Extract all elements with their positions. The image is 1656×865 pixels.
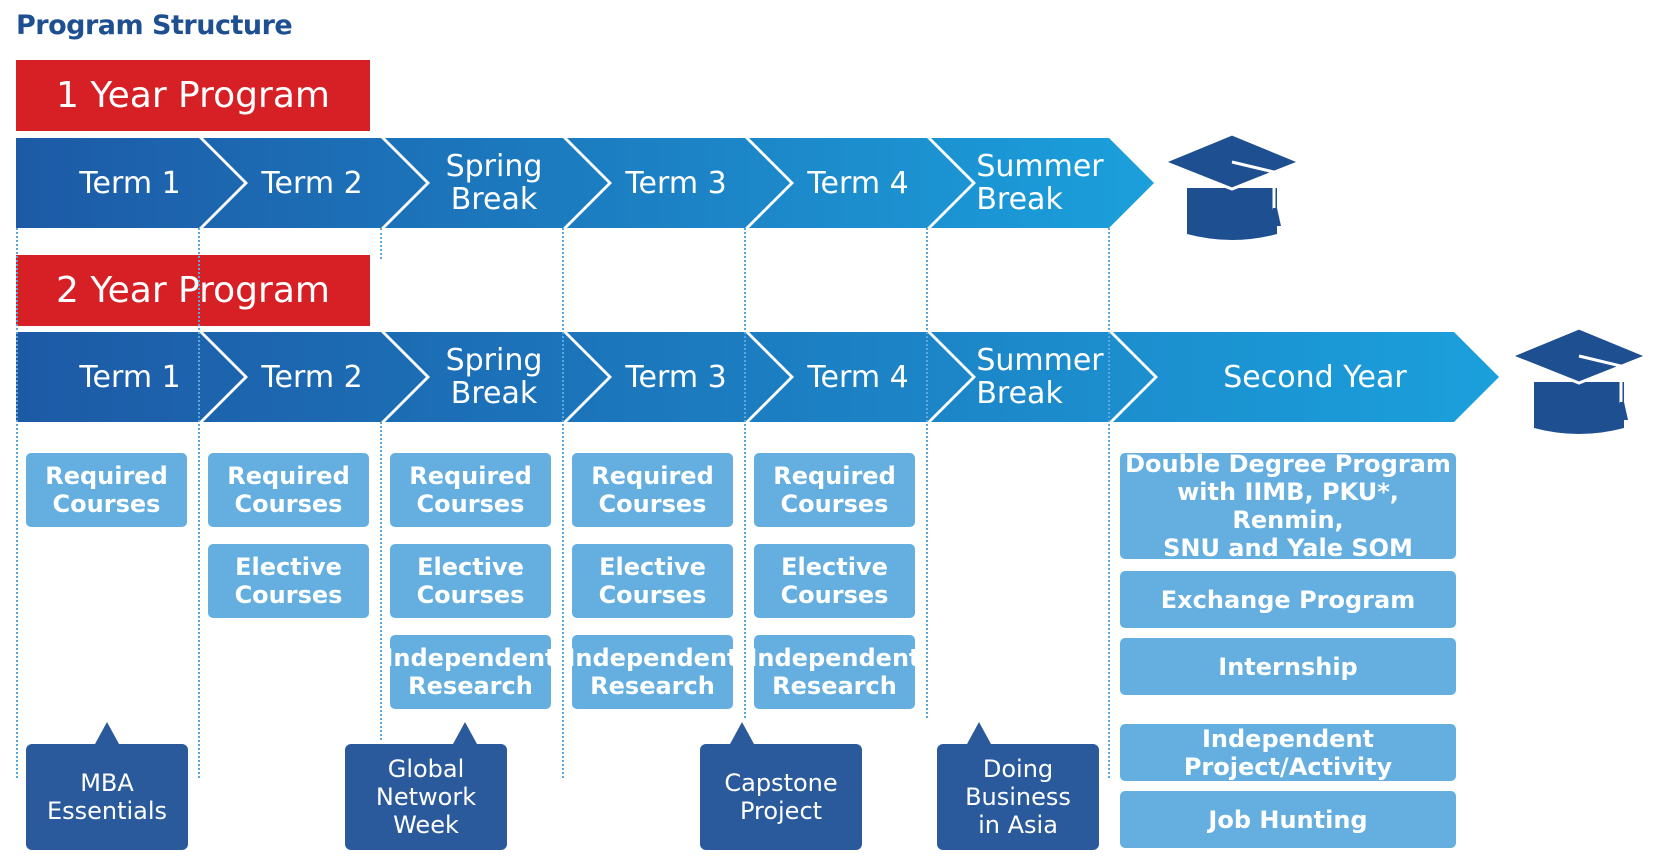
spring-break-label: Spring Break	[445, 343, 543, 411]
required-courses-box: Required Courses	[390, 453, 551, 527]
timeline-step	[567, 138, 790, 228]
elective-courses-label: Elective Courses	[416, 553, 525, 609]
term-4-label: Term 4	[807, 165, 909, 201]
elective-courses-box: Elective Courses	[390, 544, 551, 618]
required-courses-label: Required Courses	[773, 462, 896, 518]
global-network-week-callout: Global Network Week	[345, 722, 507, 850]
summer-break-label: Summer Break	[976, 343, 1104, 411]
term-3-label: Term 3	[625, 359, 727, 395]
doing-business-in-asia-callout: Doing Business in Asia	[937, 722, 1099, 850]
elective-courses-label: Elective Courses	[234, 553, 343, 609]
elective-courses-label: Elective Courses	[598, 553, 707, 609]
term-4-label: Term 4	[807, 359, 909, 395]
divider-line	[926, 228, 928, 718]
timeline-step	[203, 332, 426, 422]
divider-line	[744, 228, 746, 718]
job-hunting-label: Job Hunting	[1208, 805, 1368, 834]
elective-courses-box: Elective Courses	[208, 544, 369, 618]
elective-courses-box: Elective Courses	[572, 544, 733, 618]
timeline-step	[567, 332, 790, 422]
double-degree-label: Double Degree Program with IIMB, PKU*, R…	[1125, 450, 1451, 562]
one-year-program-banner: 1 Year Program	[16, 60, 370, 131]
one-year-timeline	[16, 138, 1154, 228]
page-title: Program Structure	[16, 10, 293, 41]
divider-line	[380, 228, 382, 259]
capstone-project-label: Capstone Project	[724, 769, 838, 825]
required-courses-box: Required Courses	[26, 453, 187, 527]
timeline-step	[16, 332, 244, 422]
timeline-step	[749, 332, 972, 422]
timeline-step	[931, 332, 1154, 422]
independent-research-label: Independent Research	[748, 644, 921, 700]
term-1-label: Term 1	[79, 359, 181, 395]
divider-line	[380, 422, 382, 740]
two-year-program-banner: 2 Year Program	[16, 255, 370, 326]
independent-research-label: Independent Research	[566, 644, 739, 700]
independent-research-box: Independent Research	[384, 635, 557, 709]
mba-essentials-label: MBA Essentials	[46, 769, 168, 825]
capstone-project-callout: Capstone Project	[700, 722, 862, 850]
required-courses-box: Required Courses	[754, 453, 915, 527]
timeline-step	[16, 138, 244, 228]
double-degree-box: Double Degree Program with IIMB, PKU*, R…	[1120, 450, 1456, 562]
job-hunting-box: Job Hunting	[1120, 791, 1456, 848]
summer-break-label: Summer Break	[976, 149, 1104, 217]
spring-break-label: Spring Break	[445, 149, 543, 217]
required-courses-label: Required Courses	[227, 462, 350, 518]
exchange-program-box: Exchange Program	[1120, 571, 1456, 628]
graduation-cap-icon	[1506, 326, 1652, 434]
two-year-timeline	[16, 332, 1499, 422]
term-2-label: Term 2	[261, 165, 363, 201]
term-3-label: Term 3	[625, 165, 727, 201]
independent-research-label: Independent Research	[384, 644, 557, 700]
independent-research-box: Independent Research	[566, 635, 739, 709]
required-courses-box: Required Courses	[208, 453, 369, 527]
elective-courses-label: Elective Courses	[780, 553, 889, 609]
timeline-step	[385, 332, 608, 422]
divider-line	[1108, 228, 1110, 778]
required-courses-box: Required Courses	[572, 453, 733, 527]
independent-project-box: Independent Project/Activity	[1120, 724, 1456, 781]
required-courses-label: Required Courses	[591, 462, 714, 518]
second-year-label: Second Year	[1223, 359, 1407, 395]
timeline-step	[385, 138, 608, 228]
internship-label: Internship	[1218, 652, 1358, 681]
term-1-label: Term 1	[79, 165, 181, 201]
global-network-week-label: Global Network Week	[375, 755, 477, 839]
required-courses-label: Required Courses	[409, 462, 532, 518]
one-year-program-label: 1 Year Program	[56, 75, 330, 116]
divider-line	[16, 228, 18, 778]
timeline-step	[931, 138, 1154, 228]
exchange-program-label: Exchange Program	[1160, 585, 1416, 614]
timeline-step	[1113, 332, 1499, 422]
timeline-step	[749, 138, 972, 228]
doing-business-in-asia-label: Doing Business in Asia	[965, 755, 1071, 839]
timeline-step	[203, 138, 426, 228]
internship-box: Internship	[1120, 638, 1456, 695]
independent-research-box: Independent Research	[748, 635, 921, 709]
mba-essentials-callout: MBA Essentials	[26, 722, 188, 850]
divider-line	[198, 228, 200, 778]
divider-line	[562, 228, 564, 778]
independent-project-label: Independent Project/Activity	[1183, 724, 1393, 781]
graduation-cap-icon	[1159, 132, 1305, 240]
required-courses-label: Required Courses	[45, 462, 168, 518]
elective-courses-box: Elective Courses	[754, 544, 915, 618]
term-2-label: Term 2	[261, 359, 363, 395]
two-year-program-label: 2 Year Program	[56, 270, 330, 311]
